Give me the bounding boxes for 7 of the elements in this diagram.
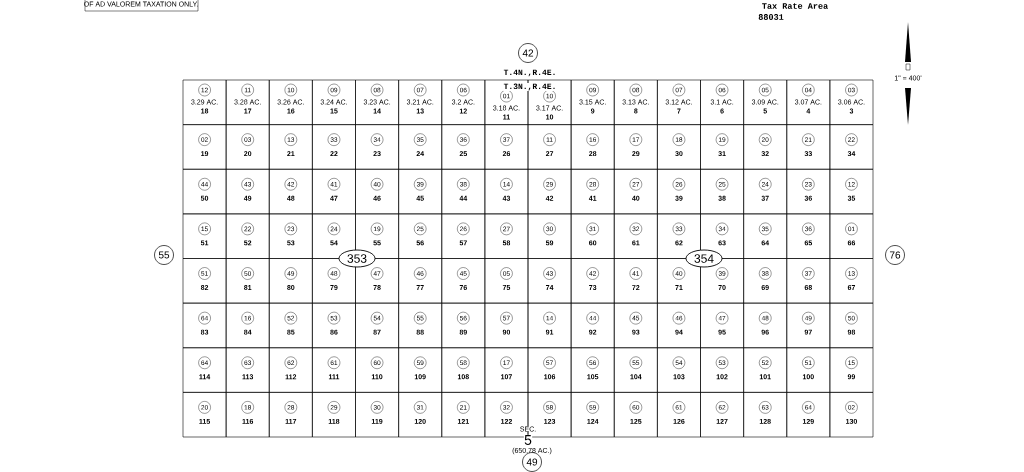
section-number: 5 [523, 434, 533, 446]
tax-rate-number: 88031 [758, 14, 784, 20]
township-label: T.3N.,R.4E. [503, 83, 557, 91]
block-number-oval: 354 [685, 249, 723, 268]
tax-rate-label: Tax Rate Area [762, 3, 828, 9]
block-number-oval: 353 [338, 249, 376, 268]
township-label: T.4N.,R.4E. [503, 69, 555, 77]
